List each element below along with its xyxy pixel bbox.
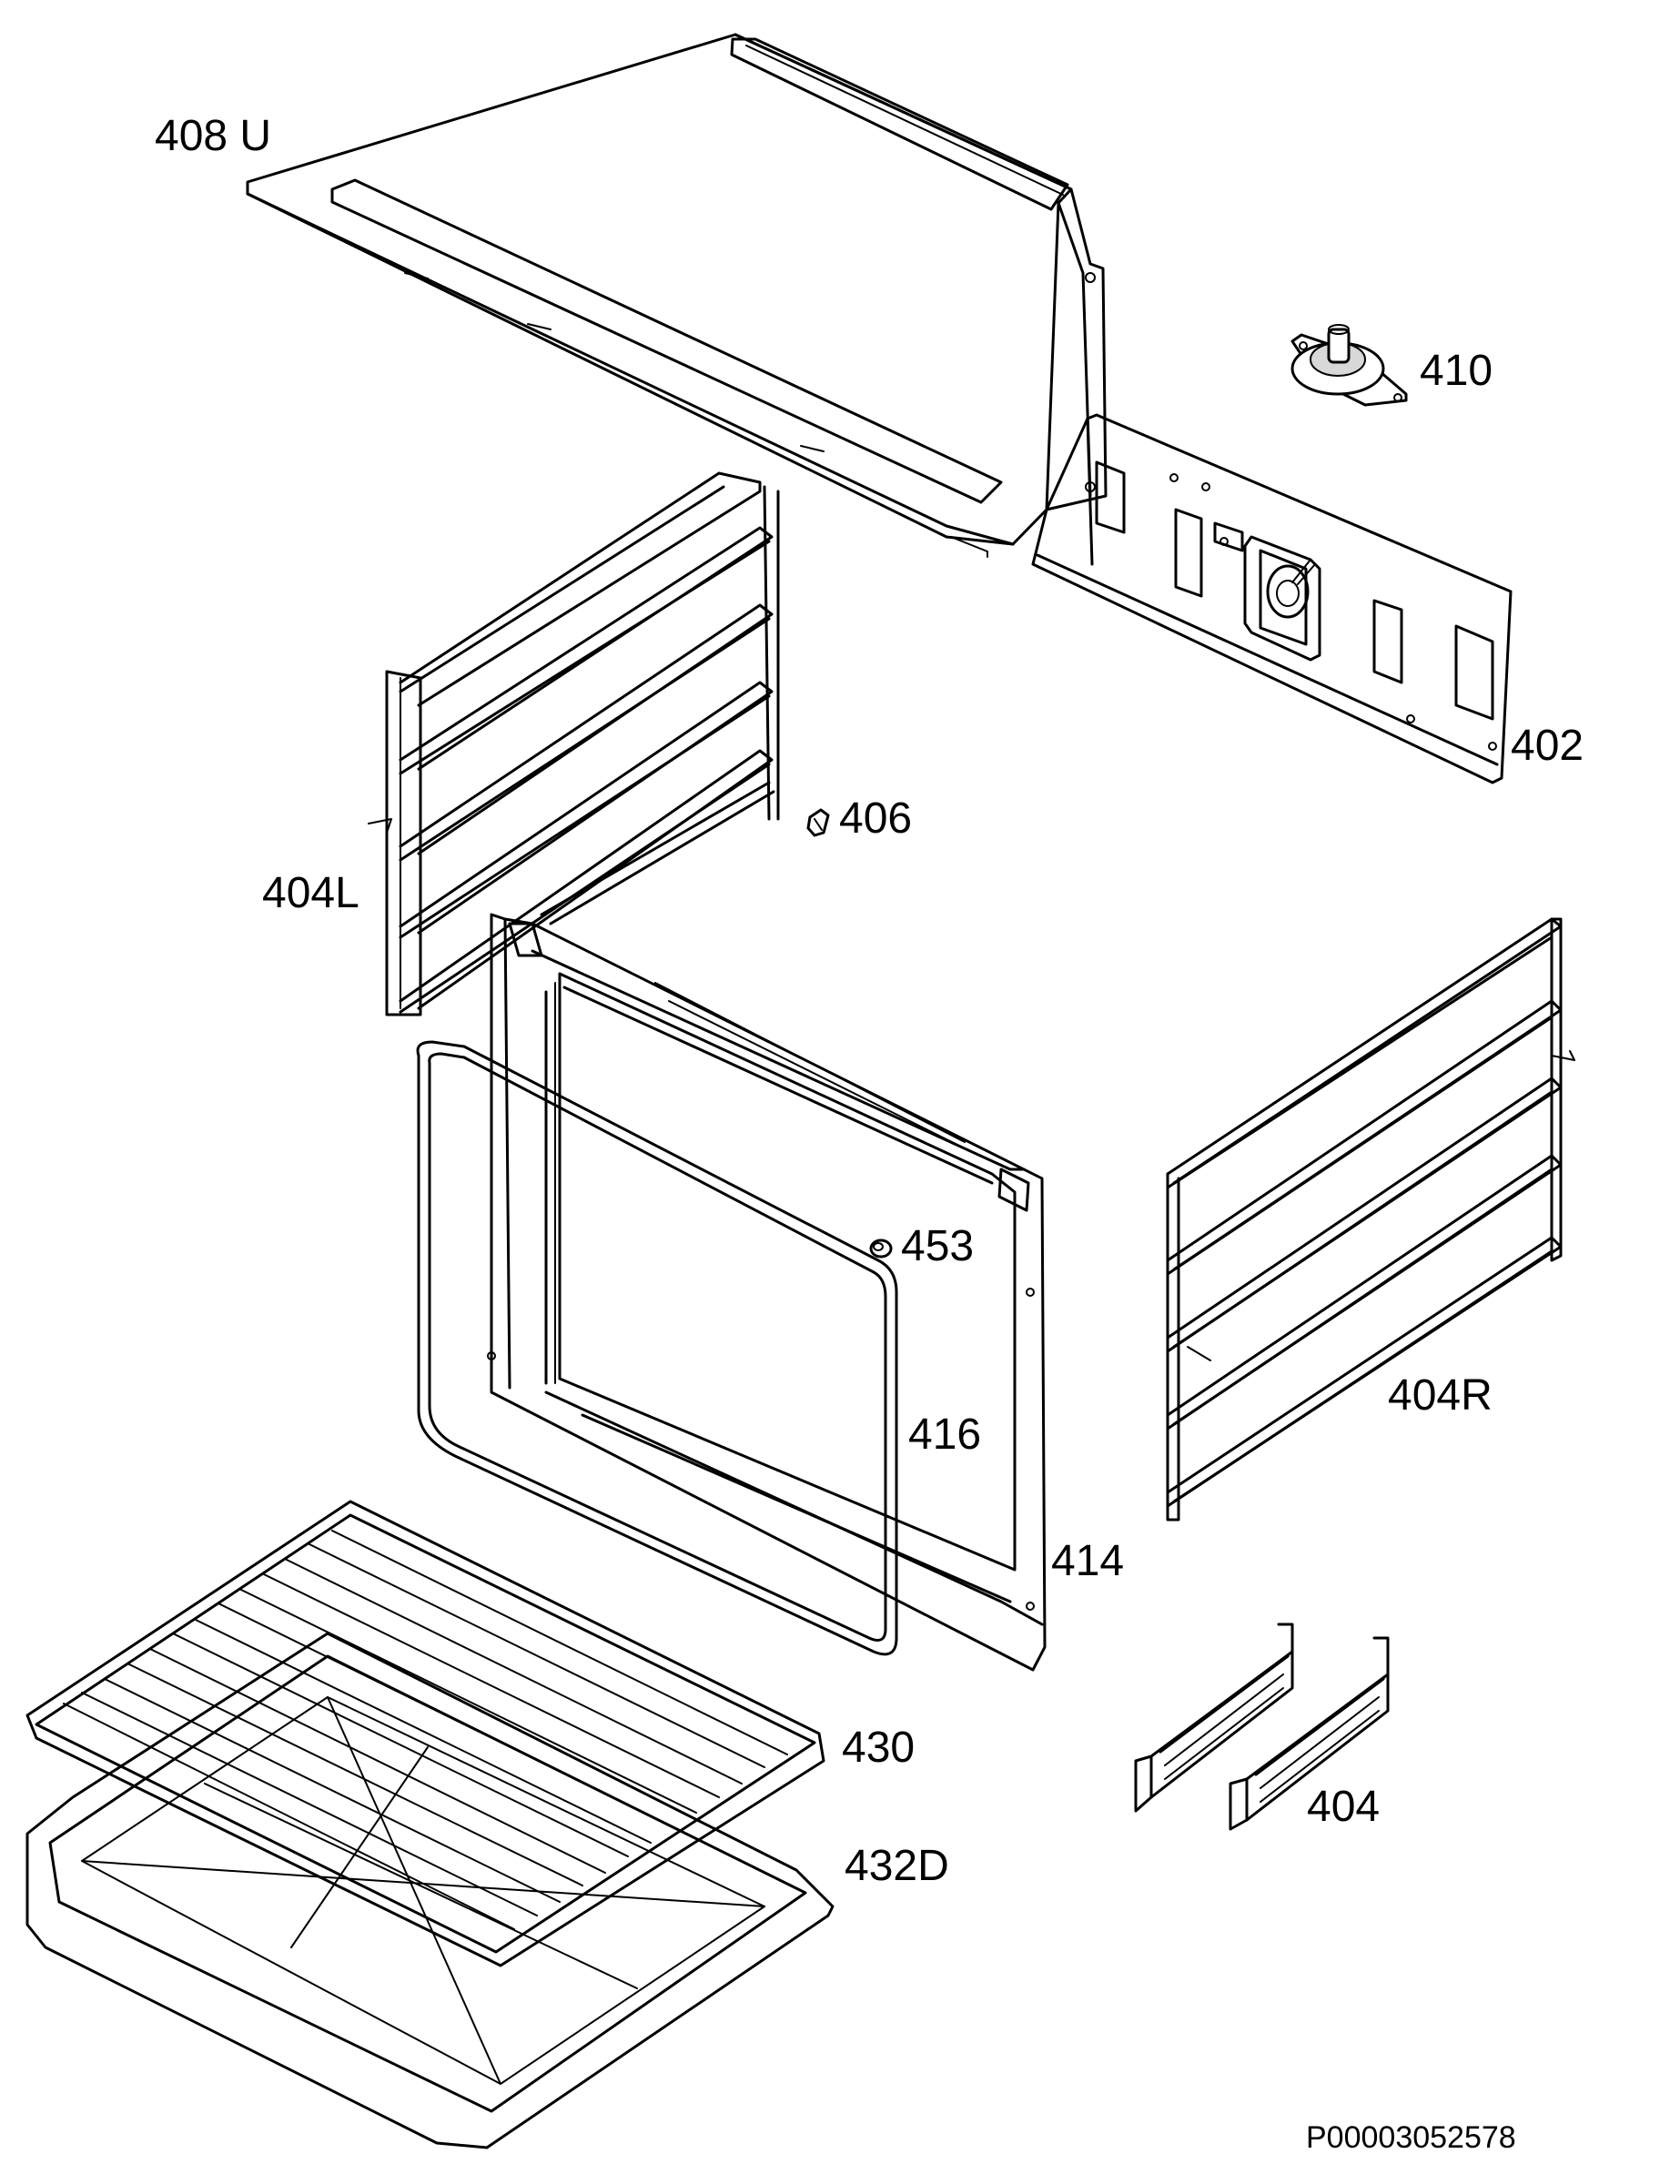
screw-453 [869,1239,893,1259]
label-430: 430 [842,1724,916,1772]
rear-panel-402 [1031,413,1513,784]
door-frame-414 [487,913,1047,1672]
door-gasket-416 [416,1040,898,1656]
label-402: 402 [1511,722,1584,770]
label-410: 410 [1420,347,1493,395]
left-shelf-support-404l [368,471,780,1016]
wire-rack-430 [25,1500,825,1967]
reference-code: P00003052578 [1306,2120,1516,2155]
rail-pair-404 [1134,1623,1390,1831]
baking-tray-432d [25,1632,835,2149]
label-453: 453 [901,1222,975,1270]
label-404: 404 [1307,1783,1381,1831]
label-432d: 432D [845,1842,949,1890]
label-404r: 404R [1388,1371,1493,1420]
top-cover-panel-408u [246,33,1108,558]
label-404l: 404L [262,869,359,917]
right-shelf-support-404r [1166,917,1575,1522]
fan-motor-410 [1290,324,1408,407]
label-414: 414 [1051,1537,1125,1585]
label-408u: 408 U [155,112,272,160]
label-416: 416 [908,1410,982,1459]
label-406: 406 [839,794,913,843]
clip-406 [806,808,830,837]
